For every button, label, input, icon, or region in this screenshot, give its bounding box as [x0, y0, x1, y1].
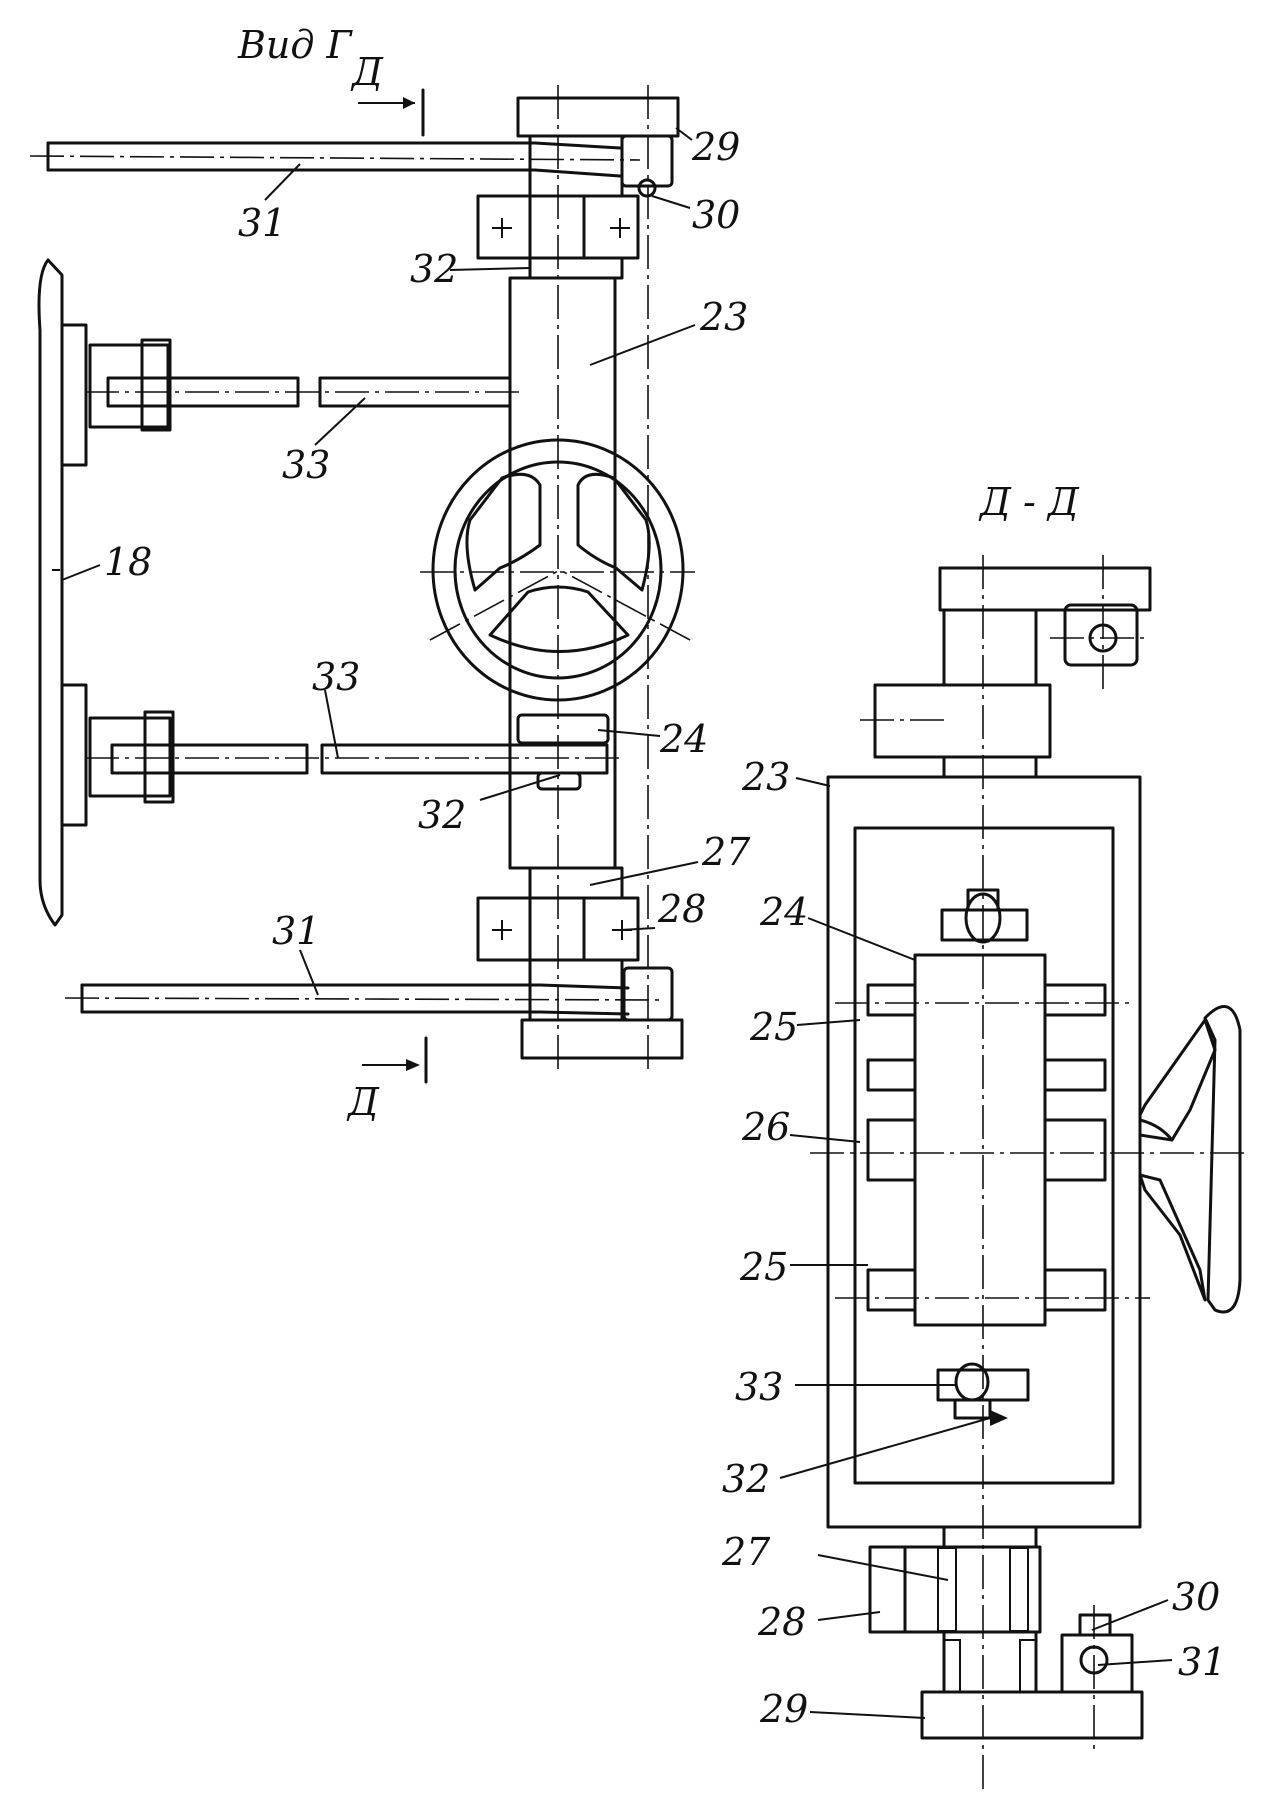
lower-arm-33	[85, 710, 620, 804]
label-23: 23	[699, 295, 748, 339]
section-mark-top: Д	[350, 50, 384, 94]
label-33-mid: 33	[312, 655, 360, 699]
label-30: 30	[692, 193, 740, 237]
body-23	[508, 276, 617, 870]
section-label-24: 24	[759, 890, 808, 934]
label-27: 27	[701, 830, 751, 874]
label-29: 29	[691, 125, 740, 169]
section-label-25-top: 25	[749, 1005, 798, 1049]
section-label-33: 33	[735, 1365, 783, 1409]
section-title: Д - Д	[978, 480, 1080, 524]
view-g	[29, 85, 695, 1084]
section-label-25-bot: 25	[739, 1245, 788, 1289]
leaders	[61, 127, 1173, 1719]
section-label-30: 30	[1172, 1575, 1220, 1619]
section-mark-bottom: Д	[346, 1080, 380, 1124]
rollers	[810, 983, 1250, 1312]
section-label-23: 23	[741, 755, 790, 799]
bottom-rod-31	[64, 958, 674, 1022]
label-31-bot: 31	[272, 909, 320, 953]
handwheel	[420, 438, 695, 702]
section-label-32: 32	[722, 1457, 770, 1501]
section-label-27: 27	[721, 1530, 771, 1574]
text-layer: Вид Г Д - Д Д Д 29 30 31 32 23 33 18 33 …	[104, 23, 1226, 1731]
section-arrow-top	[358, 88, 425, 137]
plate-18	[37, 258, 88, 927]
section-label-28: 28	[757, 1600, 806, 1644]
label-24: 24	[659, 717, 708, 761]
label-32-mid: 32	[418, 793, 466, 837]
label-28: 28	[657, 887, 706, 931]
section-label-26: 26	[741, 1105, 790, 1149]
upper-arm-33	[85, 338, 520, 432]
label-32-top: 32	[410, 247, 458, 291]
section-label-29: 29	[759, 1687, 808, 1731]
section-label-31: 31	[1178, 1640, 1226, 1684]
section-arrow-bottom	[362, 1036, 428, 1084]
label-31-top: 31	[238, 201, 286, 245]
top-rod-31	[29, 141, 641, 178]
section-d-d	[810, 555, 1250, 1790]
side-handwheel	[1138, 1005, 1242, 1314]
label-33-top: 33	[282, 443, 330, 487]
view-title: Вид Г	[237, 23, 354, 67]
label-18: 18	[104, 540, 152, 584]
